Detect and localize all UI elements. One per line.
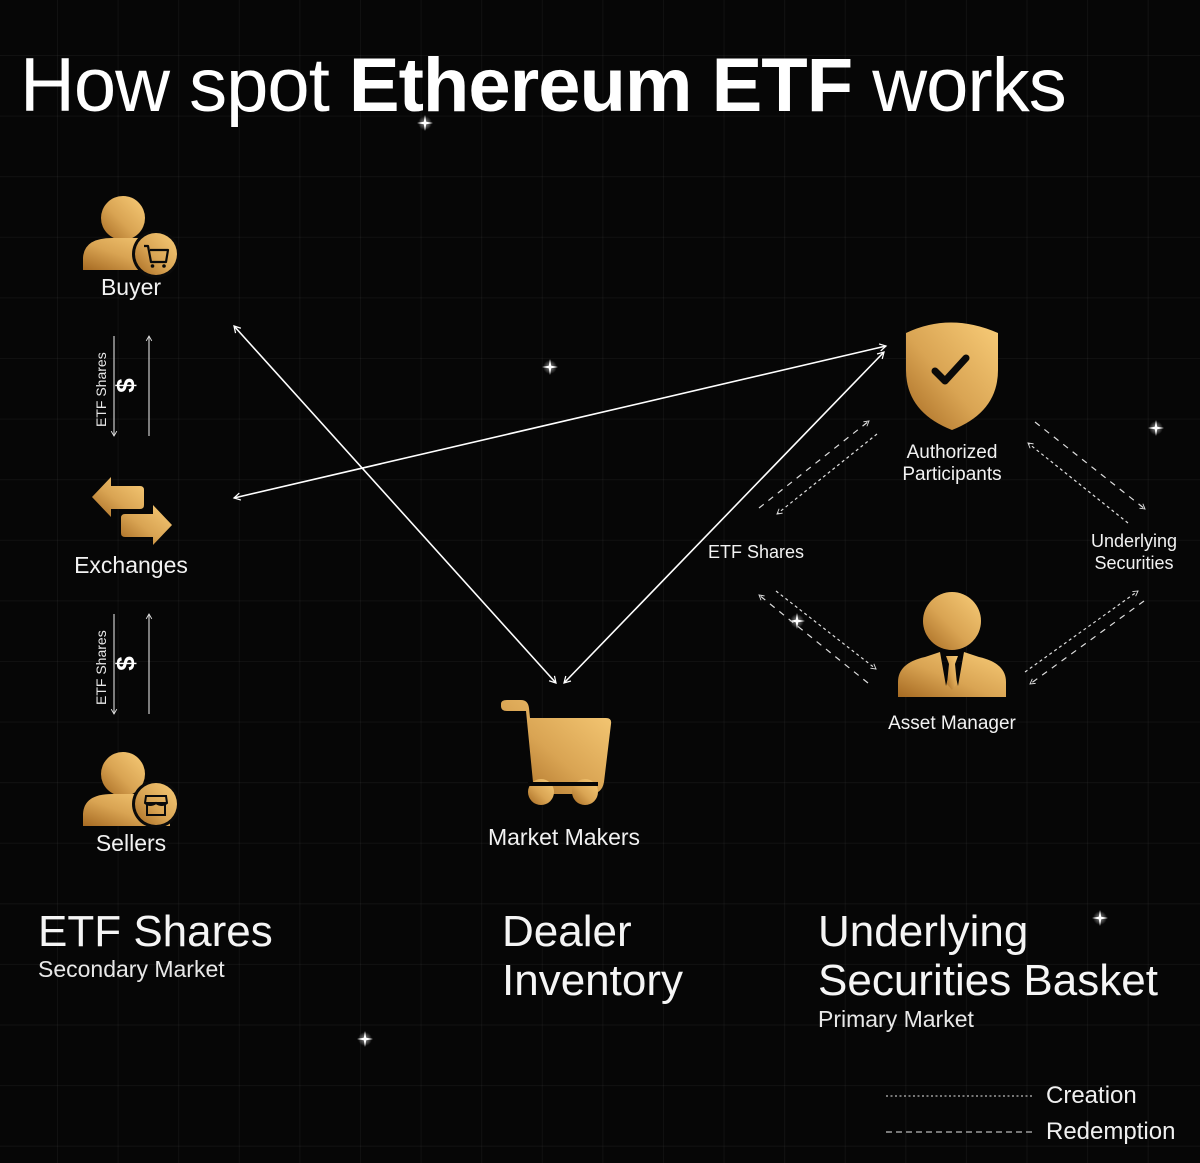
underlying-securities-line1: Underlying <box>1090 531 1178 551</box>
creation-arrow <box>775 590 877 670</box>
arrow-market-makers-authorized-participants <box>563 351 885 684</box>
creation-arrow <box>1024 590 1139 673</box>
redemption-arrow <box>1034 421 1146 510</box>
shopping-cart-icon <box>501 700 612 805</box>
section-dealer-title: Dealer Inventory <box>502 907 683 1005</box>
section-secondary-title: ETF Shares <box>38 907 273 956</box>
star-decoration <box>542 359 558 375</box>
arrow-buyer-market-makers <box>233 325 557 684</box>
shield-check-icon <box>906 322 998 430</box>
buyer-label: Buyer <box>100 274 162 300</box>
flow-dollar-label-2: $ <box>110 656 141 671</box>
star-decoration <box>417 115 433 131</box>
arrow-exchanges-authorized-participants <box>232 343 888 501</box>
title-prefix: How spot <box>20 43 349 128</box>
underlying-securities-line2: Securities <box>1094 553 1174 573</box>
sellers-label: Sellers <box>95 830 167 856</box>
user-store-icon <box>83 752 180 828</box>
underlying-securities-flow-label: Underlying Securities <box>1091 530 1177 574</box>
authorized-participants-label: Authorized Participants <box>902 442 1001 486</box>
flow-etf-shares-label-2: ETF Shares <box>93 630 109 705</box>
section-primary-title-line2: Securities Basket <box>818 956 1158 1005</box>
authorized-participants-label-line2: Participants <box>902 464 1002 485</box>
creation-arrow <box>776 433 878 515</box>
section-dealer-title-line1: Dealer <box>502 907 632 956</box>
legend-redemption-label: Redemption <box>1046 1118 1176 1145</box>
swap-arrows-icon <box>92 477 172 545</box>
title-bold: Ethereum ETF <box>348 43 853 128</box>
user-cart-icon <box>83 196 180 278</box>
section-secondary-subtitle: Secondary Market <box>38 956 225 982</box>
section-primary-subtitle: Primary Market <box>818 1006 974 1032</box>
legend-creation-label: Creation <box>1046 1082 1137 1109</box>
flow-dollar-label-1: $ <box>110 378 141 393</box>
section-primary-title-line1: Underlying <box>818 907 1029 956</box>
title-suffix: works <box>852 43 1066 128</box>
etf-shares-flow-label: ETF Shares <box>707 542 805 562</box>
flow-etf-shares-label-1: ETF Shares <box>93 352 109 427</box>
market-makers-label: Market Makers <box>487 824 641 850</box>
star-decoration <box>357 1031 373 1047</box>
redemption-arrow <box>1029 600 1145 685</box>
redemption-arrow <box>758 594 869 684</box>
authorized-participants-label-line1: Authorized <box>906 442 998 463</box>
page-title: How spot Ethereum ETF works <box>20 38 1067 134</box>
star-decoration <box>1148 420 1164 436</box>
section-dealer-title-line2: Inventory <box>502 956 683 1005</box>
businessman-icon <box>898 592 1006 697</box>
asset-manager-label: Asset Manager <box>888 713 1016 734</box>
exchanges-label: Exchanges <box>74 552 188 578</box>
section-primary-title: Underlying Securities Basket <box>818 907 1158 1005</box>
